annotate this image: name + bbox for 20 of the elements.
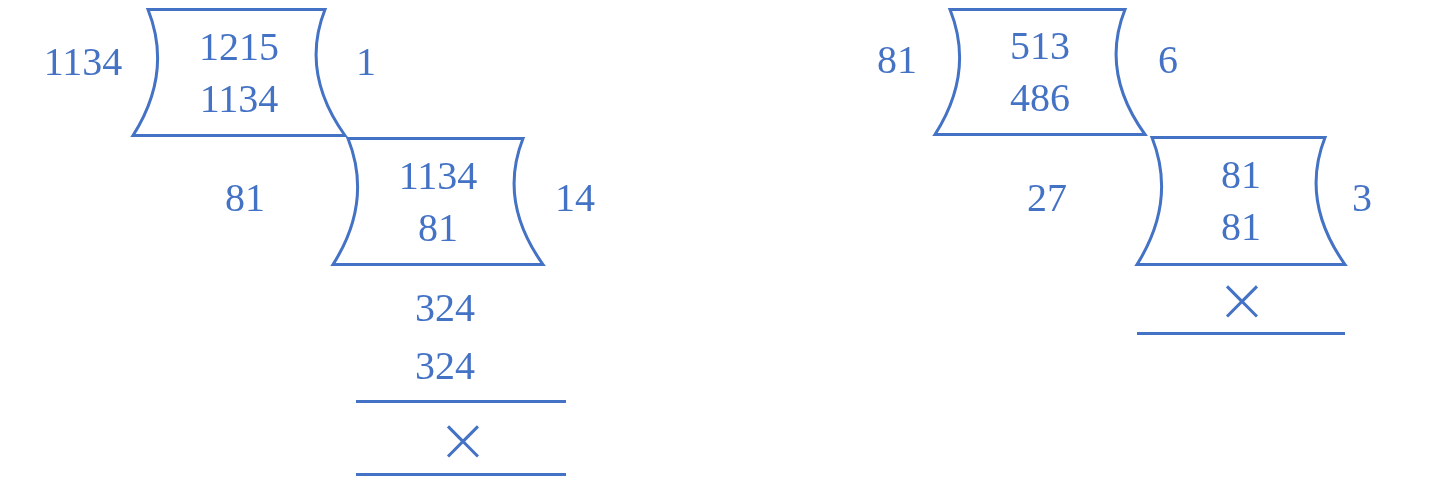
number: 27 — [1027, 178, 1067, 218]
number: 1 — [356, 42, 376, 82]
number: 81 — [1221, 151, 1261, 199]
number: 3 — [1352, 178, 1372, 218]
number: 486 — [1010, 74, 1070, 122]
number: 1134 — [43, 42, 123, 82]
number: 513 — [1010, 22, 1070, 70]
number: 14 — [555, 178, 595, 218]
cross-mark: × — [1216, 269, 1268, 331]
number: 1215 — [199, 22, 279, 71]
number: 81 — [1221, 203, 1261, 251]
number: 81 — [418, 203, 458, 252]
number: 81 — [877, 40, 917, 80]
cross-mark: × — [437, 409, 489, 471]
number: 324 — [415, 288, 475, 328]
number: 1134 — [398, 151, 478, 200]
number: 81 — [225, 178, 265, 218]
number: 324 — [415, 346, 475, 386]
number: 1134 — [199, 74, 279, 123]
number: 6 — [1158, 40, 1178, 80]
